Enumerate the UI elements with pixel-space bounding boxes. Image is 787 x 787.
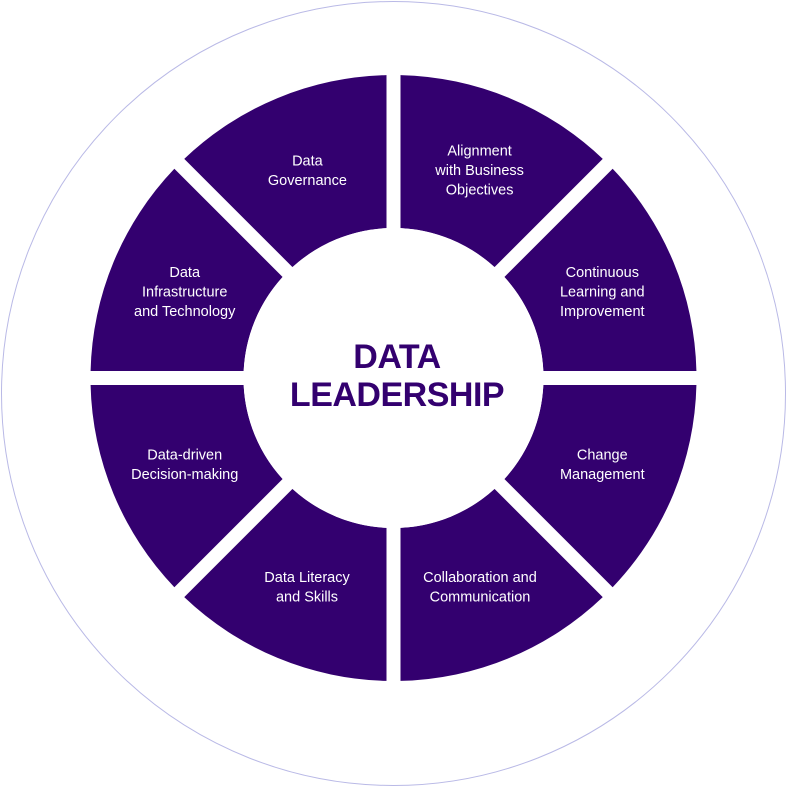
segment-8 (184, 75, 387, 268)
segment-5-label: Data Literacy and Skills (264, 570, 350, 606)
segment-5 (184, 488, 387, 681)
segment-label-line: with Business (434, 163, 524, 179)
segment-label-line: Collaboration and (423, 570, 537, 586)
center-title-line-1: DATA (353, 338, 440, 376)
segment-6 (90, 385, 283, 588)
segment-label-line: Data Literacy (264, 570, 350, 586)
segment-3 (504, 385, 697, 588)
segment-label-line: Data (169, 265, 201, 281)
segment-label-line: Decision-making (131, 467, 238, 483)
center-title-line-2: LEADERSHIP (290, 376, 504, 414)
segment-label-line: Infrastructure (142, 285, 227, 301)
segment-4 (400, 488, 603, 681)
segment-2 (504, 168, 697, 371)
segment-label-line: Communication (430, 590, 531, 606)
segment-7 (90, 168, 283, 371)
segment-label-line: Objectives (446, 183, 514, 199)
center-circle (243, 228, 544, 528)
segment-label-line: and Skills (276, 590, 338, 606)
segment-1 (400, 75, 603, 268)
segment-label-line: Alignment (447, 144, 511, 160)
segment-label-line: Continuous (566, 265, 639, 281)
segment-label-line: Data-driven (147, 448, 222, 464)
segment-label-line: Change (577, 448, 628, 464)
segment-label-line: Learning and (560, 285, 645, 301)
segment-label-line: and Technology (134, 304, 236, 320)
segment-label-line: Governance (268, 173, 347, 189)
segment-label-line: Data (292, 153, 324, 169)
segment-label-line: Improvement (560, 304, 645, 320)
segment-label-line: Management (560, 467, 645, 483)
